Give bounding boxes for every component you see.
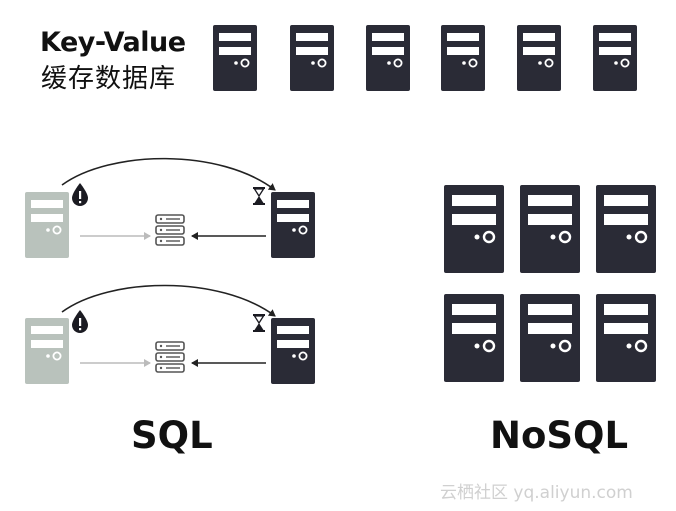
server-icon bbox=[289, 24, 335, 92]
watermark: 云栖社区 yq.aliyun.com bbox=[440, 483, 633, 503]
sql-replication-group-2 bbox=[24, 284, 316, 385]
server-icon bbox=[212, 24, 258, 92]
server-icon bbox=[594, 183, 658, 275]
key-value-servers bbox=[212, 24, 638, 92]
server-icon bbox=[516, 24, 562, 92]
nosql-server-grid bbox=[442, 183, 658, 384]
server-icon bbox=[518, 292, 582, 384]
server-icon bbox=[270, 191, 316, 259]
key-value-title: Key-Value bbox=[40, 27, 186, 58]
database-stack-icon bbox=[155, 214, 185, 246]
hourglass-icon bbox=[252, 186, 266, 206]
server-icon bbox=[442, 292, 506, 384]
key-value-subtitle: 缓存数据库 bbox=[41, 64, 177, 94]
server-icon bbox=[270, 317, 316, 385]
sync-arc-arrow bbox=[61, 284, 276, 317]
server-icon bbox=[592, 24, 638, 92]
nosql-label: NoSQL bbox=[490, 414, 629, 457]
database-stack-icon bbox=[155, 341, 185, 373]
server-icon bbox=[518, 183, 582, 275]
sql-label: SQL bbox=[131, 414, 213, 457]
drop-alert-icon bbox=[72, 310, 88, 333]
server-icon bbox=[24, 191, 70, 259]
server-icon bbox=[365, 24, 411, 92]
server-icon bbox=[440, 24, 486, 92]
drop-alert-icon bbox=[72, 183, 88, 206]
hourglass-icon bbox=[252, 313, 266, 333]
server-icon bbox=[24, 317, 70, 385]
server-icon bbox=[594, 292, 658, 384]
sql-replication-group-1 bbox=[24, 157, 316, 259]
sync-arc-arrow bbox=[61, 157, 276, 191]
server-icon bbox=[442, 183, 506, 275]
